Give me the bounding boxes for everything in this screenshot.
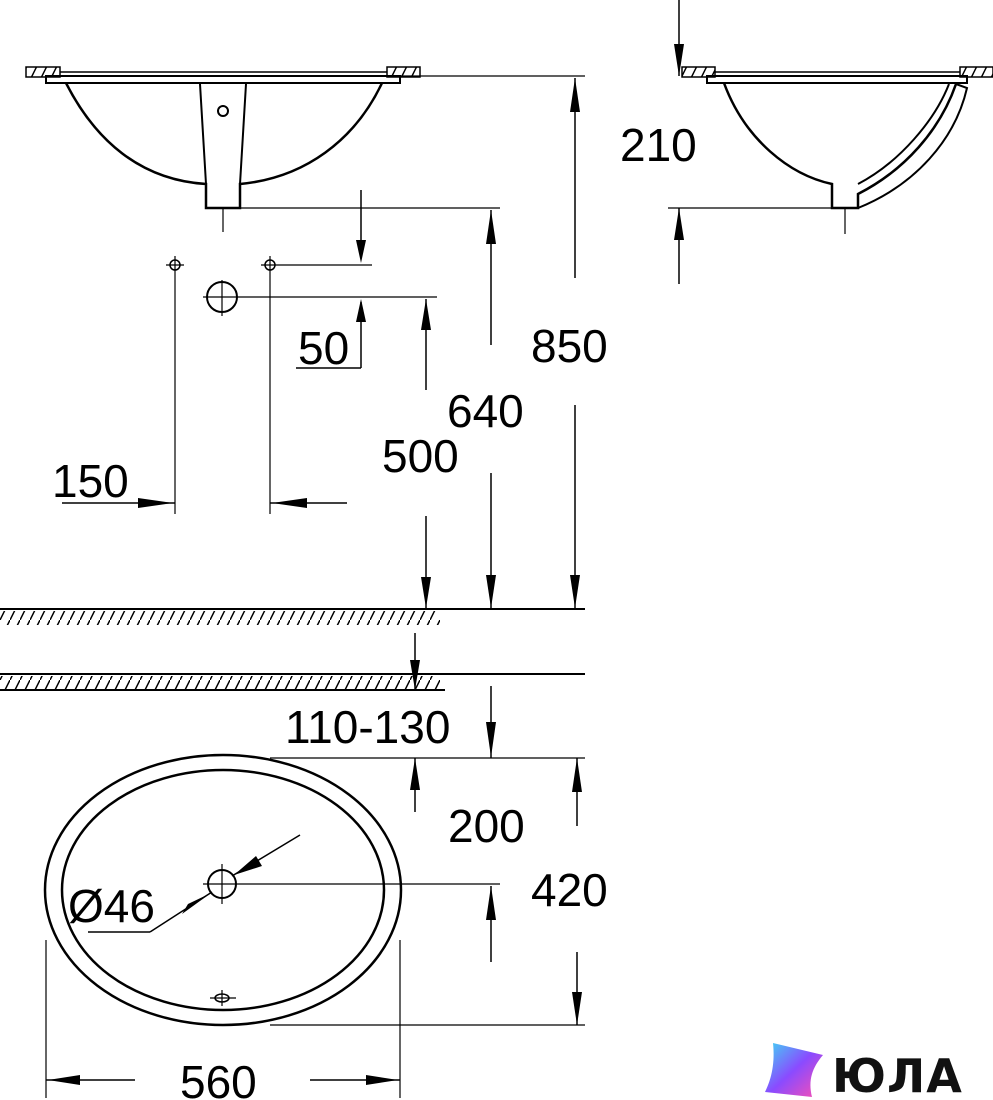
dim-supply-spacing: 150 <box>52 455 347 508</box>
overall-height-label: 850 <box>531 320 608 372</box>
watermark-text: ЮЛА <box>832 1049 963 1100</box>
dim-supply-offset: 50 <box>296 190 366 374</box>
supply-spacing-label: 150 <box>52 455 129 507</box>
overflow-channel <box>199 83 247 185</box>
floor-line <box>0 608 585 625</box>
basin-rim <box>45 75 401 84</box>
drain-outlet-hole <box>203 280 437 316</box>
dim-bowl-depth: 210 <box>620 0 845 284</box>
basin-bowl <box>64 82 384 210</box>
dim-basin-depth: 420 <box>270 758 608 1026</box>
drain-circle <box>203 864 500 904</box>
basin-width-label: 560 <box>180 1056 257 1100</box>
watermark-logo: ЮЛА <box>765 1043 963 1100</box>
basin-inner-outline <box>60 768 386 1012</box>
dim-outlet-height: 640 <box>447 210 524 608</box>
basin-outer-outline <box>43 753 403 1027</box>
countertop-section: 110-130 <box>0 633 585 812</box>
basin-depth-label: 420 <box>531 864 608 916</box>
front-elevation: 50 150 500 640 <box>0 66 608 625</box>
overflow-marker <box>210 990 236 1006</box>
plan-view: Ø46 200 420 560 <box>43 753 608 1100</box>
dim-drain-offset: 200 <box>448 800 525 962</box>
overflow-hole <box>217 105 229 117</box>
dim-overall-height: 850 <box>531 78 608 608</box>
side-rim <box>706 75 968 84</box>
supply-height-label: 500 <box>382 430 459 482</box>
dim-countertop-range: 110-130 <box>270 633 585 812</box>
side-bowl <box>722 82 958 210</box>
dim-supply-height: 500 <box>382 299 459 608</box>
outlet-height-label: 640 <box>447 385 524 437</box>
bowl-depth-label: 210 <box>620 119 697 171</box>
side-section: 210 <box>620 0 993 284</box>
supply-hole-left <box>166 256 184 514</box>
drain-diameter-label: Ø46 <box>68 880 155 932</box>
supply-hole-right <box>261 256 372 514</box>
dim-basin-width: 560 <box>45 940 401 1100</box>
dim-drain-diameter: Ø46 <box>68 834 301 933</box>
drain-offset-label: 200 <box>448 800 525 852</box>
countertop-range-label: 110-130 <box>285 701 450 753</box>
supply-offset-label: 50 <box>298 322 349 374</box>
logo-star-icon <box>765 1043 823 1097</box>
